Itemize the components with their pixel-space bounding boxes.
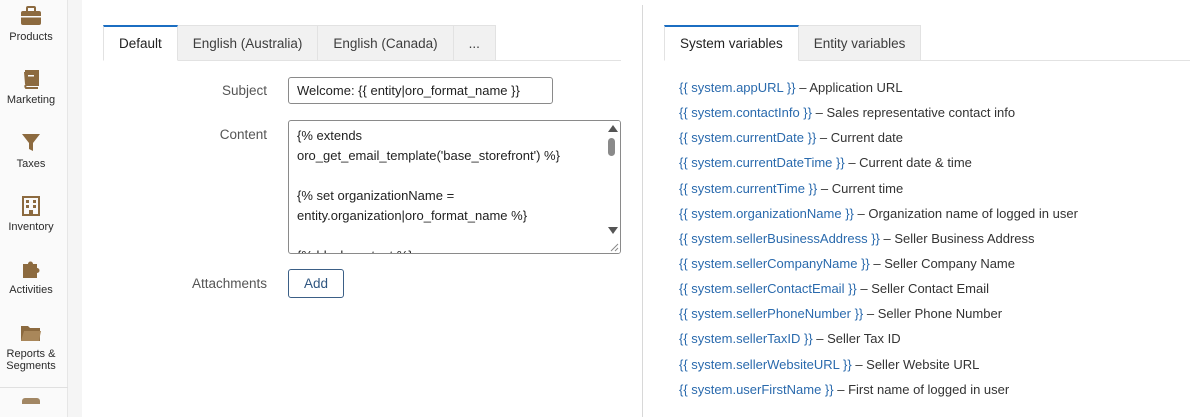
folder-icon bbox=[21, 326, 41, 341]
content-label: Content bbox=[219, 127, 267, 142]
sidebar-item-label: Segments bbox=[6, 360, 56, 372]
list-item: {{ system.userFirstName }} – First name … bbox=[679, 380, 1078, 405]
variable-tabs: System variables Entity variables bbox=[664, 25, 922, 61]
sidebar-item-marketing[interactable]: Marketing bbox=[0, 69, 62, 106]
sidebar-item-label: Activities bbox=[9, 284, 53, 296]
attachments-label: Attachments bbox=[191, 276, 267, 291]
list-item: {{ system.sellerWebsiteURL }} – Seller W… bbox=[679, 355, 1078, 380]
tab-system-variables[interactable]: System variables bbox=[664, 25, 799, 61]
variable-link[interactable]: {{ system.sellerPhoneNumber }} bbox=[679, 306, 864, 322]
variable-link[interactable]: {{ system.userFirstName }} bbox=[679, 381, 834, 397]
variable-description: – Current date & time bbox=[844, 155, 972, 171]
variable-tabs-underline bbox=[916, 60, 1190, 61]
sidebar-divider bbox=[0, 387, 68, 388]
scroll-up-arrow-icon[interactable] bbox=[608, 125, 618, 132]
sidebar-item-reports-segments[interactable]: Reports & Segments bbox=[0, 323, 62, 372]
sidebar-item-inventory[interactable]: Inventory bbox=[0, 196, 62, 233]
variable-description: – Sales representative contact info bbox=[811, 105, 1016, 121]
tab-more[interactable]: ... bbox=[453, 25, 496, 61]
book-icon bbox=[24, 70, 39, 89]
main-sidebar: Products Marketing Taxes Inventory Activ… bbox=[0, 0, 68, 417]
variable-description: – First name of logged in user bbox=[833, 381, 1010, 397]
list-item: {{ system.appURL }} – Application URL bbox=[679, 78, 1078, 103]
variable-description: – Current time bbox=[817, 180, 904, 196]
building-icon bbox=[22, 196, 40, 216]
variable-link[interactable]: {{ system.sellerCompanyName }} bbox=[679, 255, 870, 271]
list-item: {{ system.contactInfo }} – Sales represe… bbox=[679, 103, 1078, 128]
variable-description: – Seller Contact Email bbox=[856, 281, 989, 297]
briefcase-icon bbox=[21, 6, 41, 25]
list-item: {{ system.organizationName }} – Organiza… bbox=[679, 204, 1078, 229]
scroll-down-arrow-icon[interactable] bbox=[608, 227, 618, 234]
variable-description: – Seller Company Name bbox=[869, 255, 1015, 271]
content-textarea[interactable]: {% extends oro_get_email_template('base_… bbox=[288, 120, 621, 254]
puzzle-icon bbox=[23, 261, 40, 278]
variable-link[interactable]: {{ system.organizationName }} bbox=[679, 205, 854, 221]
variable-link[interactable]: {{ system.sellerWebsiteURL }} bbox=[679, 356, 852, 372]
variable-link[interactable]: {{ system.contactInfo }} bbox=[679, 105, 812, 121]
variable-link[interactable]: {{ system.currentDateTime }} bbox=[679, 155, 845, 171]
list-item: {{ system.currentTime }} – Current time bbox=[679, 179, 1078, 204]
variable-description: – Application URL bbox=[795, 80, 903, 95]
variable-link[interactable]: {{ system.sellerBusinessAddress }} bbox=[679, 230, 880, 246]
list-item: {{ system.currentDateTime }} – Current d… bbox=[679, 153, 1078, 178]
tab-english-canada[interactable]: English (Canada) bbox=[318, 25, 454, 61]
list-item: {{ system.sellerCompanyName }} – Seller … bbox=[679, 254, 1078, 279]
tab-english-australia[interactable]: English (Australia) bbox=[177, 25, 319, 61]
content-scrollbar[interactable] bbox=[604, 121, 620, 253]
tabs-underline bbox=[481, 60, 621, 61]
sidebar-item-taxes[interactable]: Taxes bbox=[0, 133, 62, 170]
sidebar-next-item-icon[interactable] bbox=[22, 398, 40, 404]
sidebar-item-activities[interactable]: Activities bbox=[0, 259, 62, 296]
list-item: {{ system.sellerBusinessAddress }} – Sel… bbox=[679, 229, 1078, 254]
variable-description: – Seller Business Address bbox=[879, 230, 1035, 246]
list-item: {{ system.sellerPhoneNumber }} – Seller … bbox=[679, 304, 1078, 329]
sidebar-item-label: Products bbox=[9, 31, 53, 43]
variable-link[interactable]: {{ system.sellerTaxID }} bbox=[679, 331, 813, 347]
variable-link[interactable]: {{ system.currentDate }} bbox=[679, 130, 817, 146]
sidebar-item-label: Reports & bbox=[6, 348, 56, 360]
scroll-thumb[interactable] bbox=[608, 138, 615, 156]
variable-link[interactable]: {{ system.appURL }} bbox=[679, 80, 796, 95]
subject-input[interactable] bbox=[288, 77, 553, 104]
system-variables-list: {{ system.appURL }} – Application URL {{… bbox=[679, 78, 1078, 405]
list-item: {{ system.currentDate }} – Current date bbox=[679, 128, 1078, 153]
subject-label: Subject bbox=[221, 83, 267, 98]
sidebar-item-label: Taxes bbox=[16, 158, 46, 170]
list-item: {{ system.sellerTaxID }} – Seller Tax ID bbox=[679, 329, 1078, 354]
main-content bbox=[82, 0, 1190, 417]
tab-default[interactable]: Default bbox=[103, 25, 178, 61]
sidebar-item-label: Marketing bbox=[6, 94, 56, 106]
variable-link[interactable]: {{ system.currentTime }} bbox=[679, 180, 818, 196]
add-attachment-button[interactable]: Add bbox=[288, 269, 344, 298]
sidebar-item-label: Inventory bbox=[8, 221, 54, 233]
resize-grip-icon[interactable] bbox=[609, 242, 619, 252]
variable-description: – Organization name of logged in user bbox=[853, 205, 1078, 221]
funnel-icon bbox=[22, 134, 40, 151]
variable-description: – Current date bbox=[816, 130, 904, 146]
variable-link[interactable]: {{ system.sellerContactEmail }} bbox=[679, 281, 857, 297]
list-item: {{ system.sellerContactEmail }} – Seller… bbox=[679, 279, 1078, 304]
variable-description: – Seller Tax ID bbox=[812, 331, 901, 347]
panel-divider bbox=[642, 5, 643, 417]
content-text: {% extends oro_get_email_template('base_… bbox=[297, 128, 560, 253]
locale-tabs: Default English (Australia) English (Can… bbox=[103, 25, 496, 61]
sidebar-item-products[interactable]: Products bbox=[0, 6, 62, 43]
tab-entity-variables[interactable]: Entity variables bbox=[798, 25, 922, 61]
variable-description: – Seller Website URL bbox=[851, 356, 980, 372]
variable-description: – Seller Phone Number bbox=[863, 306, 1003, 322]
